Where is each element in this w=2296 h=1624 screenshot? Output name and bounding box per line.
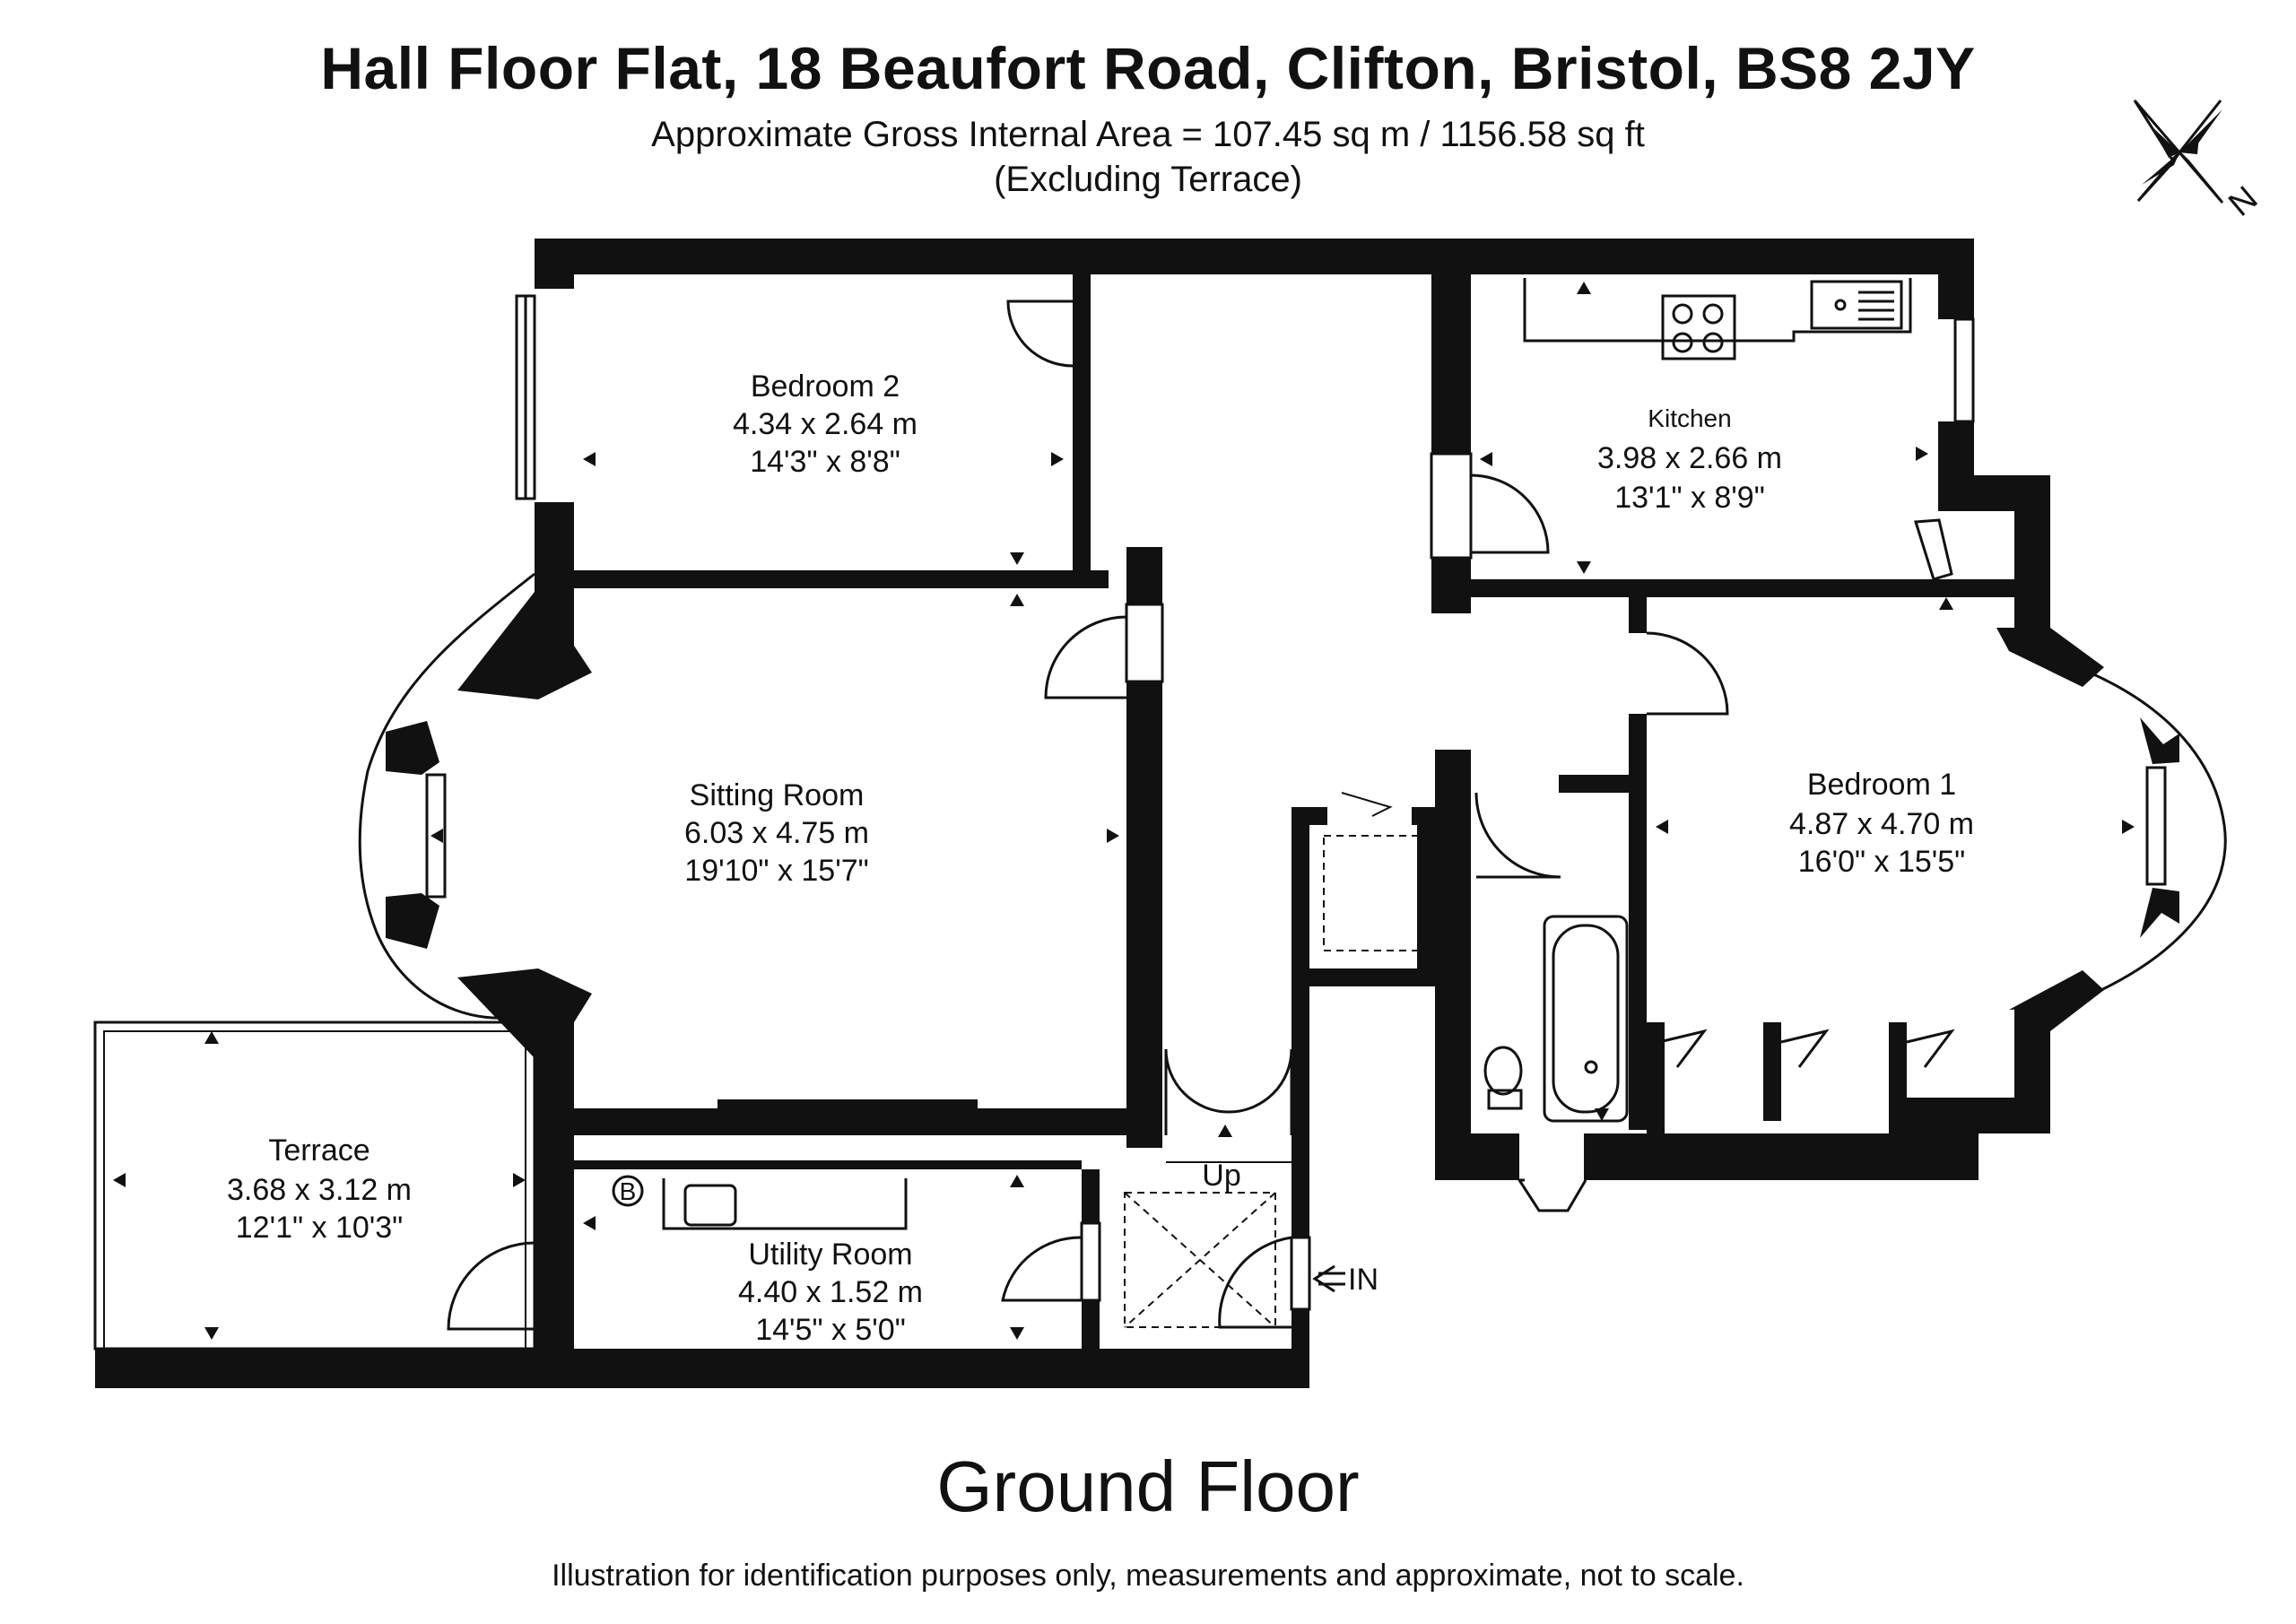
- toilet-icon: [1483, 1046, 1523, 1096]
- room-bedroom-2: Bedroom 2 4.34 x 2.64 m 14'3" x 8'8": [733, 369, 918, 479]
- room-utility-room: Utility Room 4.40 x 1.52 m 14'5" x 5'0": [738, 1238, 923, 1347]
- compass-icon: N: [2133, 100, 2265, 224]
- room-name: Sitting Room: [690, 778, 865, 812]
- room-metric: 4.40 x 1.52 m: [738, 1275, 923, 1309]
- room-metric: 6.03 x 4.75 m: [684, 816, 869, 850]
- room-imperial: 13'1" x 8'9": [1614, 481, 1765, 515]
- room-name: Bedroom 1: [1807, 768, 1956, 802]
- room-kitchen: Kitchen 3.98 x 2.66 m 13'1" x 8'9": [1597, 404, 1782, 515]
- compass-north-label: N: [2222, 179, 2265, 224]
- dimension-arrows: [113, 282, 2135, 1340]
- room-name: Utility Room: [748, 1238, 912, 1272]
- entrance-label: IN: [1348, 1263, 1378, 1297]
- bay-outlines: [358, 572, 2227, 1020]
- floor-name: Ground Floor: [936, 1446, 1360, 1526]
- hall-cupboard: [1124, 792, 1422, 1328]
- kitchen-units: [1523, 278, 1912, 360]
- utility-fittings: [612, 1175, 908, 1230]
- doors: [447, 300, 1955, 1331]
- room-imperial: 19'10" x 15'7": [684, 854, 868, 888]
- entrance-arrow-icon: [1312, 1264, 1345, 1293]
- boiler-label: B: [620, 1177, 637, 1205]
- room-metric: 4.34 x 2.64 m: [733, 407, 918, 441]
- room-name: Bedroom 2: [751, 369, 900, 404]
- room-imperial: 12'1" x 10'3": [236, 1211, 403, 1245]
- room-bedroom-1: Bedroom 1 4.87 x 4.70 m 16'0" x 15'5": [1789, 768, 1974, 879]
- walls: [95, 239, 2179, 1388]
- room-terrace: Terrace 3.68 x 3.12 m 12'1" x 10'3": [227, 1133, 412, 1245]
- utility-sink-icon: [683, 1184, 737, 1227]
- gross-internal-area: Approximate Gross Internal Area = 107.45…: [651, 115, 1645, 154]
- room-imperial: 14'5" x 5'0": [755, 1313, 906, 1347]
- stairs-up-label: Up: [1202, 1159, 1240, 1193]
- room-metric: 3.68 x 3.12 m: [227, 1173, 412, 1207]
- disclaimer-text: Illustration for identification purposes…: [552, 1559, 1744, 1593]
- room-metric: 3.98 x 2.66 m: [1597, 441, 1782, 475]
- bathroom-fittings: [1483, 915, 1629, 1212]
- room-sitting-room: Sitting Room 6.03 x 4.75 m 19'10" x 15'7…: [684, 778, 869, 888]
- room-name: Kitchen: [1648, 404, 1731, 432]
- room-metric: 4.87 x 4.70 m: [1789, 807, 1974, 841]
- room-imperial: 14'3" x 8'8": [750, 445, 900, 479]
- room-name: Terrace: [268, 1133, 370, 1168]
- area-note: (Excluding Terrace): [994, 160, 1302, 199]
- property-title: Hall Floor Flat, 18 Beaufort Road, Clift…: [320, 35, 1976, 101]
- boiler-icon: [612, 1175, 644, 1207]
- windows: [515, 294, 1975, 1311]
- room-imperial: 16'0" x 15'5": [1798, 845, 1965, 879]
